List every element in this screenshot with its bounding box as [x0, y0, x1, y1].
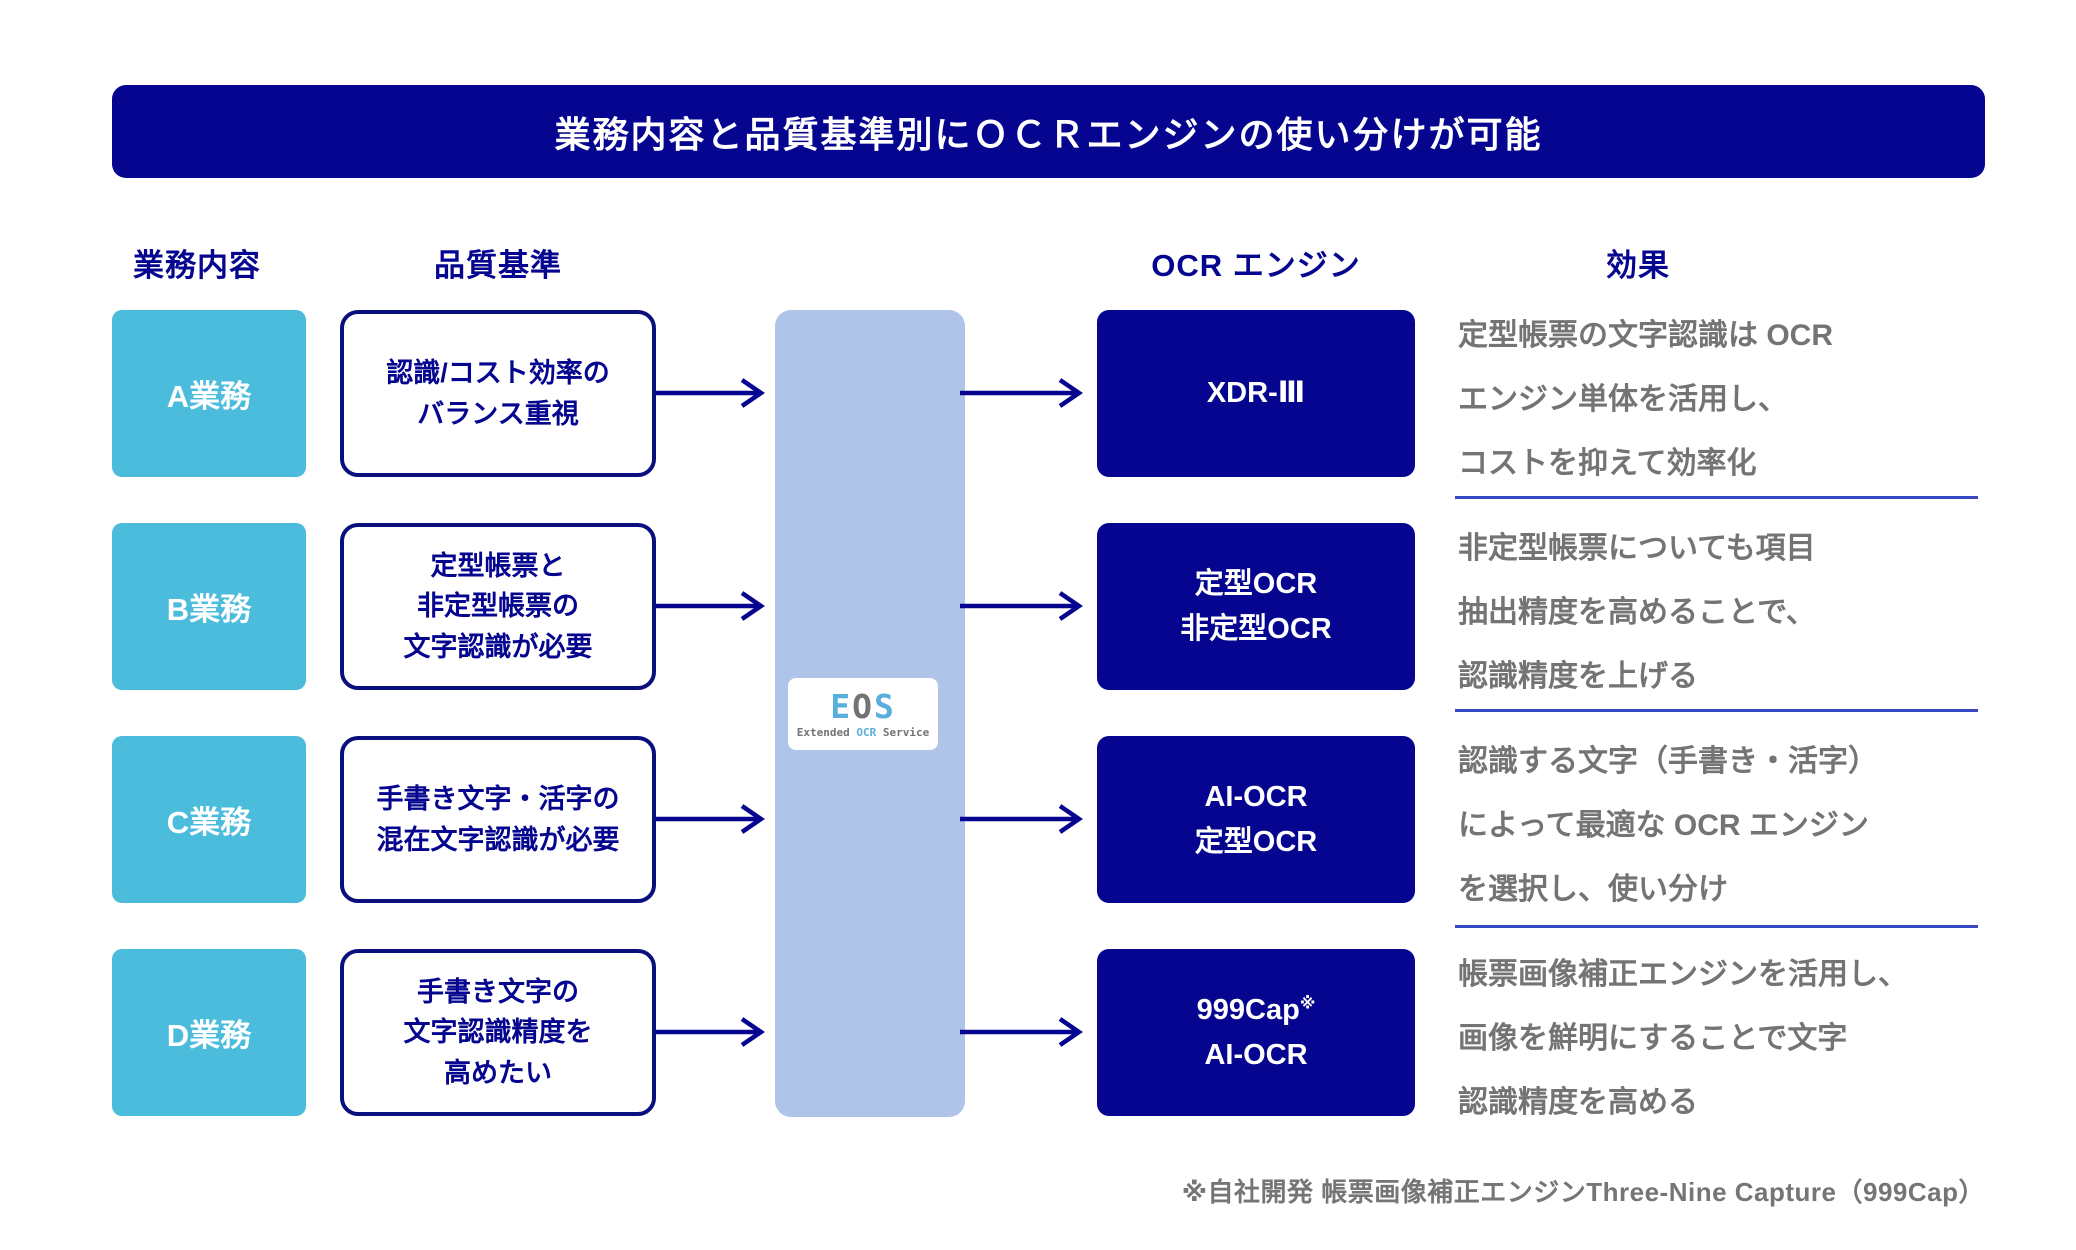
eos-letter-s: S: [873, 686, 896, 726]
engine-name: AI-OCR: [1204, 780, 1308, 813]
effect-text-b: 非定型帳票についても項目 抽出精度を高めることで、 認識精度を上げる: [1458, 517, 2003, 709]
page-title: 業務内容と品質基準別にＯＣＲエンジンの使い分けが可能: [554, 113, 1543, 155]
effect-line: 認識する文字（手書き・活字）: [1458, 745, 1878, 778]
engine-box-b: 定型OCR 非定型OCR: [1097, 523, 1415, 690]
eos-subtitle-extended: Extended: [796, 725, 857, 739]
task-box-c: C業務: [112, 736, 306, 903]
column-header-effect: 効果: [1606, 247, 1670, 283]
effect-text-a: 定型帳票の文字認識は OCR エンジン単体を活用し、 コストを抑えて効率化: [1458, 304, 2003, 496]
effect-line: 定型帳票の文字認識は OCR: [1458, 319, 1833, 352]
eos-subtitle-service: Service: [876, 725, 930, 739]
engine-line: AI-OCR: [1204, 1038, 1308, 1071]
engine-line: 定型OCR: [1195, 562, 1317, 607]
column-header-criteria: 品質基準: [434, 247, 562, 283]
title-banner: 業務内容と品質基準別にＯＣＲエンジンの使い分けが可能: [112, 85, 1985, 178]
criteria-line: 定型帳票と: [430, 550, 566, 581]
criteria-line: 認識/コスト効率の: [386, 358, 610, 388]
flow-arrow-icon: [656, 378, 765, 408]
flow-arrow-icon: [960, 804, 1083, 834]
effect-line: を選択し、使い分け: [1458, 873, 1728, 906]
eos-service-column: EOS Extended OCR Service: [775, 310, 965, 1117]
engine-box-a: XDR-Ⅲ: [1097, 310, 1415, 477]
criteria-box-c: 手書き文字・活字の 混在文字認識が必要: [340, 736, 656, 903]
flow-arrow-icon: [656, 591, 765, 621]
engine-line: XDR-Ⅲ: [1207, 371, 1305, 416]
criteria-box-b: 定型帳票と 非定型帳票の 文字認識が必要: [340, 523, 656, 690]
eos-subtitle-ocr: OCR: [856, 725, 877, 739]
flow-arrow-icon: [960, 591, 1083, 621]
criteria-line: 手書き文字の: [417, 976, 579, 1007]
engine-line: 999Cap※: [1197, 988, 1316, 1033]
engine-footnote-mark: ※: [1299, 994, 1316, 1012]
criteria-line: 高めたい: [444, 1057, 552, 1088]
effect-text-c: 認識する文字（手書き・活字） によって最適な OCR エンジン を選択し、使い分…: [1458, 730, 2003, 922]
effect-line: 非定型帳票についても項目: [1458, 532, 1816, 565]
task-box-a: A業務: [112, 310, 306, 477]
engine-name: 定型OCR: [1194, 567, 1318, 600]
eos-logo-subtitle: Extended OCR Service: [797, 726, 929, 739]
effect-line: エンジン単体を活用し、: [1458, 383, 1788, 416]
criteria-line: 混在文字認識が必要: [376, 824, 620, 855]
effect-text-d: 帳票画像補正エンジンを活用し、 画像を鮮明にすることで文字 認識精度を高める: [1458, 943, 2003, 1135]
eos-letter-o: O: [852, 686, 874, 726]
eos-letter-e: E: [830, 686, 853, 726]
criteria-line: 手書き文字・活字の: [376, 784, 620, 814]
task-box-b: B業務: [112, 523, 306, 690]
effect-line: 認識精度を高める: [1458, 1086, 1698, 1119]
effect-divider: [1455, 496, 1978, 499]
flow-arrow-icon: [960, 1017, 1083, 1047]
engine-box-c: AI-OCR 定型OCR: [1097, 736, 1415, 903]
column-header-task: 業務内容: [133, 247, 261, 283]
task-box-d: D業務: [112, 949, 306, 1116]
effect-line: 画像を鮮明にすることで文字: [1458, 1022, 1848, 1055]
engine-name: 999Cap: [1196, 993, 1300, 1026]
eos-logo-word: EOS: [830, 690, 896, 723]
flow-arrow-icon: [960, 378, 1083, 408]
criteria-line: バランス重視: [417, 398, 579, 429]
effect-line: 認識精度を上げる: [1458, 660, 1698, 693]
flow-arrow-icon: [656, 804, 765, 834]
effect-line: コストを抑えて効率化: [1458, 447, 1757, 480]
criteria-line: 文字認識が必要: [403, 631, 593, 662]
effect-divider: [1455, 709, 1978, 712]
effect-line: によって最適な OCR エンジン: [1458, 809, 1869, 842]
criteria-box-a: 認識/コスト効率の バランス重視: [340, 310, 656, 477]
engine-line: AI-OCR: [1204, 775, 1307, 820]
effect-line: 抽出精度を高めることで、: [1458, 596, 1816, 629]
criteria-line: 非定型帳票の: [417, 591, 579, 622]
effect-divider: [1455, 925, 1978, 928]
effect-line: 帳票画像補正エンジンを活用し、: [1458, 958, 1908, 991]
engine-line: 非定型OCR: [1180, 612, 1332, 645]
flow-arrow-icon: [656, 1017, 765, 1047]
engine-line: 定型OCR: [1194, 825, 1318, 858]
column-header-engine: OCR エンジン: [1151, 247, 1361, 283]
engine-box-d: 999Cap※ AI-OCR: [1097, 949, 1415, 1116]
criteria-box-d: 手書き文字の 文字認識精度を 高めたい: [340, 949, 656, 1116]
engine-name: XDR-Ⅲ: [1206, 377, 1306, 410]
criteria-line: 文字認識精度を: [403, 1017, 593, 1048]
eos-logo: EOS Extended OCR Service: [788, 678, 938, 750]
footnote-text: ※自社開発 帳票画像補正エンジンThree-Nine Capture（999Ca…: [1181, 1177, 1985, 1207]
